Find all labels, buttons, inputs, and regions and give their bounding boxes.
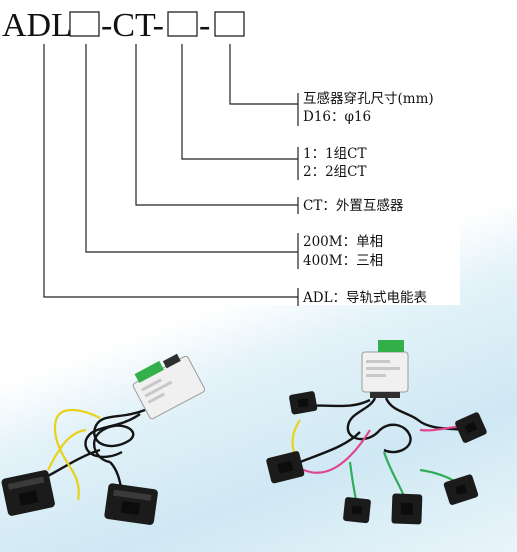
ct-sensor-3p-b [266,451,305,484]
label-ct-type: CT：外置互感器 [303,197,404,214]
code-box-size [214,11,245,37]
code-box-phase [69,11,100,37]
yellow-wires [47,408,101,501]
ct-sensor-3p-c [455,412,487,443]
product-single-phase-photo [1,353,206,525]
label-phase-2: 400M：三相 [303,253,383,269]
ct-sensor-3p-d [443,474,479,505]
ct-sensor-left [1,470,55,516]
connector-lines [43,44,299,306]
label-hole-value: D16：φ16 [303,109,371,125]
ct-sensor-3p-e [343,497,371,524]
label-phase-1: 200M：单相 [303,234,383,250]
meter-module-3p [361,340,409,398]
code-prefix: ADL [2,7,72,44]
ct-sensor-right [104,483,158,525]
product-three-phase-photo [266,340,487,525]
label-series: ADL：导轨式电能表 [302,290,428,306]
code-box-count [167,11,198,37]
label-ct-count-2: 2：2组CT [303,164,367,180]
label-hole-title: 互感器穿孔尺寸(mm) [303,90,434,107]
ct-sensor-3p-a [289,391,318,415]
black-wires-3p [299,397,467,464]
code-ct: -CT- [101,7,164,44]
ct-sensor-3p-f [391,493,423,525]
green-wires [348,451,457,501]
pink-wires [295,424,467,474]
label-ct-count-1: 1：1组CT [303,146,367,162]
code-dash: - [199,7,210,44]
meter-module [132,353,206,420]
